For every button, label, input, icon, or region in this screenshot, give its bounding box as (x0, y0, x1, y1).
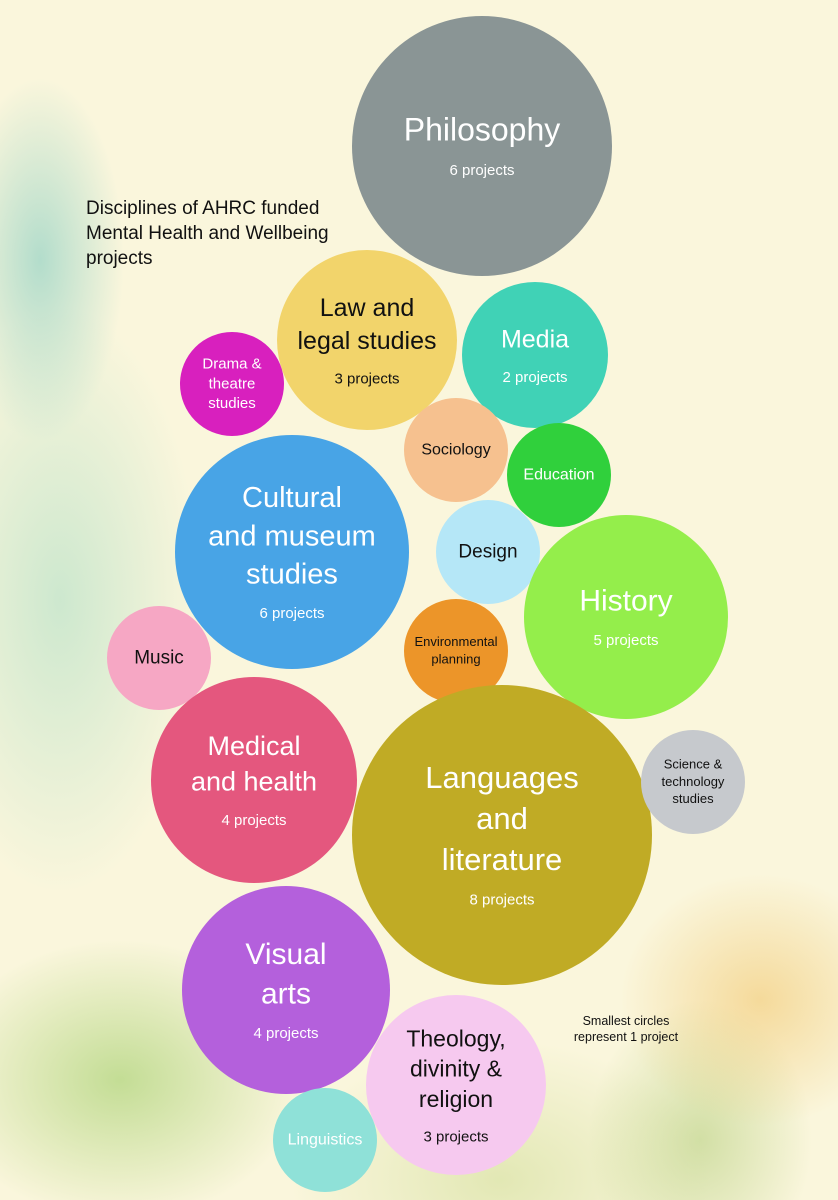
bubble-value-label: 8 projects (469, 891, 534, 908)
bubble-label: theatre (209, 375, 256, 392)
bubble-label: Philosophy (404, 111, 561, 147)
bubble-value-label: 5 projects (593, 632, 658, 649)
bubble-label: legal studies (298, 327, 437, 355)
bubble-label: and museum (208, 520, 376, 552)
bubble-label: and (476, 801, 528, 836)
bubble-circle (175, 435, 409, 669)
bubble-circle (352, 16, 612, 276)
bubble-circle (366, 995, 546, 1175)
bubble-circle (182, 886, 390, 1094)
bubble-label: Drama & (202, 356, 261, 373)
bubble-label: arts (261, 978, 311, 1011)
bubble-languages-and-literature: Languages and literature 8 projects (352, 685, 652, 985)
legend-note: Smallest circles represent 1 project (573, 1014, 679, 1044)
bubble-label: Medical (207, 731, 300, 761)
bubble-science-technology-studies: Science & technology studies (641, 730, 745, 834)
bubble-theology-divinity-religion: Theology, divinity & religion 3 projects (366, 995, 546, 1175)
bubble-education: Education (507, 423, 611, 527)
bubble-label: Media (501, 325, 569, 353)
bubble-value-label: 3 projects (423, 1129, 488, 1146)
bubble-label: Law and (320, 294, 415, 322)
bubble-medical-and-health: Medical and health 4 projects (151, 677, 357, 883)
bubble-linguistics: Linguistics (273, 1088, 377, 1192)
bubble-circle (107, 606, 211, 710)
bubble-label: Languages (425, 760, 578, 795)
bubble-label: studies (208, 395, 256, 412)
bubble-label: Environmental (414, 634, 497, 649)
bubble-music: Music (107, 606, 211, 710)
bubble-value-label: 6 projects (259, 605, 324, 622)
bubble-label: literature (442, 842, 563, 877)
bubble-value-label: 2 projects (502, 369, 567, 386)
bubble-value-label: 4 projects (253, 1025, 318, 1042)
bubble-circle (151, 677, 357, 883)
bubble-label: technology (662, 774, 725, 789)
bubble-circle (462, 282, 608, 428)
bubble-label: religion (419, 1086, 493, 1112)
bubble-visual-arts: Visual arts 4 projects (182, 886, 390, 1094)
bubble-label: studies (246, 559, 338, 591)
bubble-design: Design (436, 500, 540, 604)
bubble-sociology: Sociology (404, 398, 508, 502)
bubble-circle (273, 1088, 377, 1192)
bubble-label: divinity & (410, 1056, 502, 1082)
bubble-label: planning (431, 651, 480, 666)
bubble-circle (352, 685, 652, 985)
bubble-label: Sociology (421, 442, 490, 459)
bubble-value-label: 4 projects (221, 812, 286, 829)
bubble-drama-theatre-studies: Drama & theatre studies (180, 332, 284, 436)
bubble-label: Visual (245, 938, 326, 971)
bubble-media: Media 2 projects (462, 282, 608, 428)
bubble-label: studies (672, 791, 714, 806)
bubble-value-label: 3 projects (334, 370, 399, 387)
bubble-circle (404, 599, 508, 703)
bubble-label: and health (191, 767, 317, 797)
bubble-label: Education (523, 467, 594, 484)
bubble-label: Theology, (406, 1025, 505, 1051)
bubble-circle (641, 730, 745, 834)
bubble-law-and-legal-studies: Law and legal studies 3 projects (277, 250, 457, 430)
bubble-circle (524, 515, 728, 719)
bubble-circle (277, 250, 457, 430)
bubble-label: Music (134, 648, 184, 669)
bubble-history: History 5 projects (524, 515, 728, 719)
bubble-cultural-and-museum-studies: Cultural and museum studies 6 projects (175, 435, 409, 669)
bubble-value-label: 6 projects (449, 162, 514, 179)
bubble-philosophy: Philosophy 6 projects (352, 16, 612, 276)
bubble-environmental-planning: Environmental planning (404, 599, 508, 703)
bubble-circle (507, 423, 611, 527)
bubble-label: Design (458, 542, 517, 563)
bubble-circle (436, 500, 540, 604)
bubble-label: History (579, 585, 672, 618)
bubble-circle (180, 332, 284, 436)
bubble-label: Science & (664, 757, 723, 772)
bubble-label: Cultural (242, 482, 342, 514)
chart-title: Disciplines of AHRC funded Mental Health… (86, 198, 329, 269)
bubble-label: Linguistics (288, 1132, 363, 1149)
bubble-circle (404, 398, 508, 502)
